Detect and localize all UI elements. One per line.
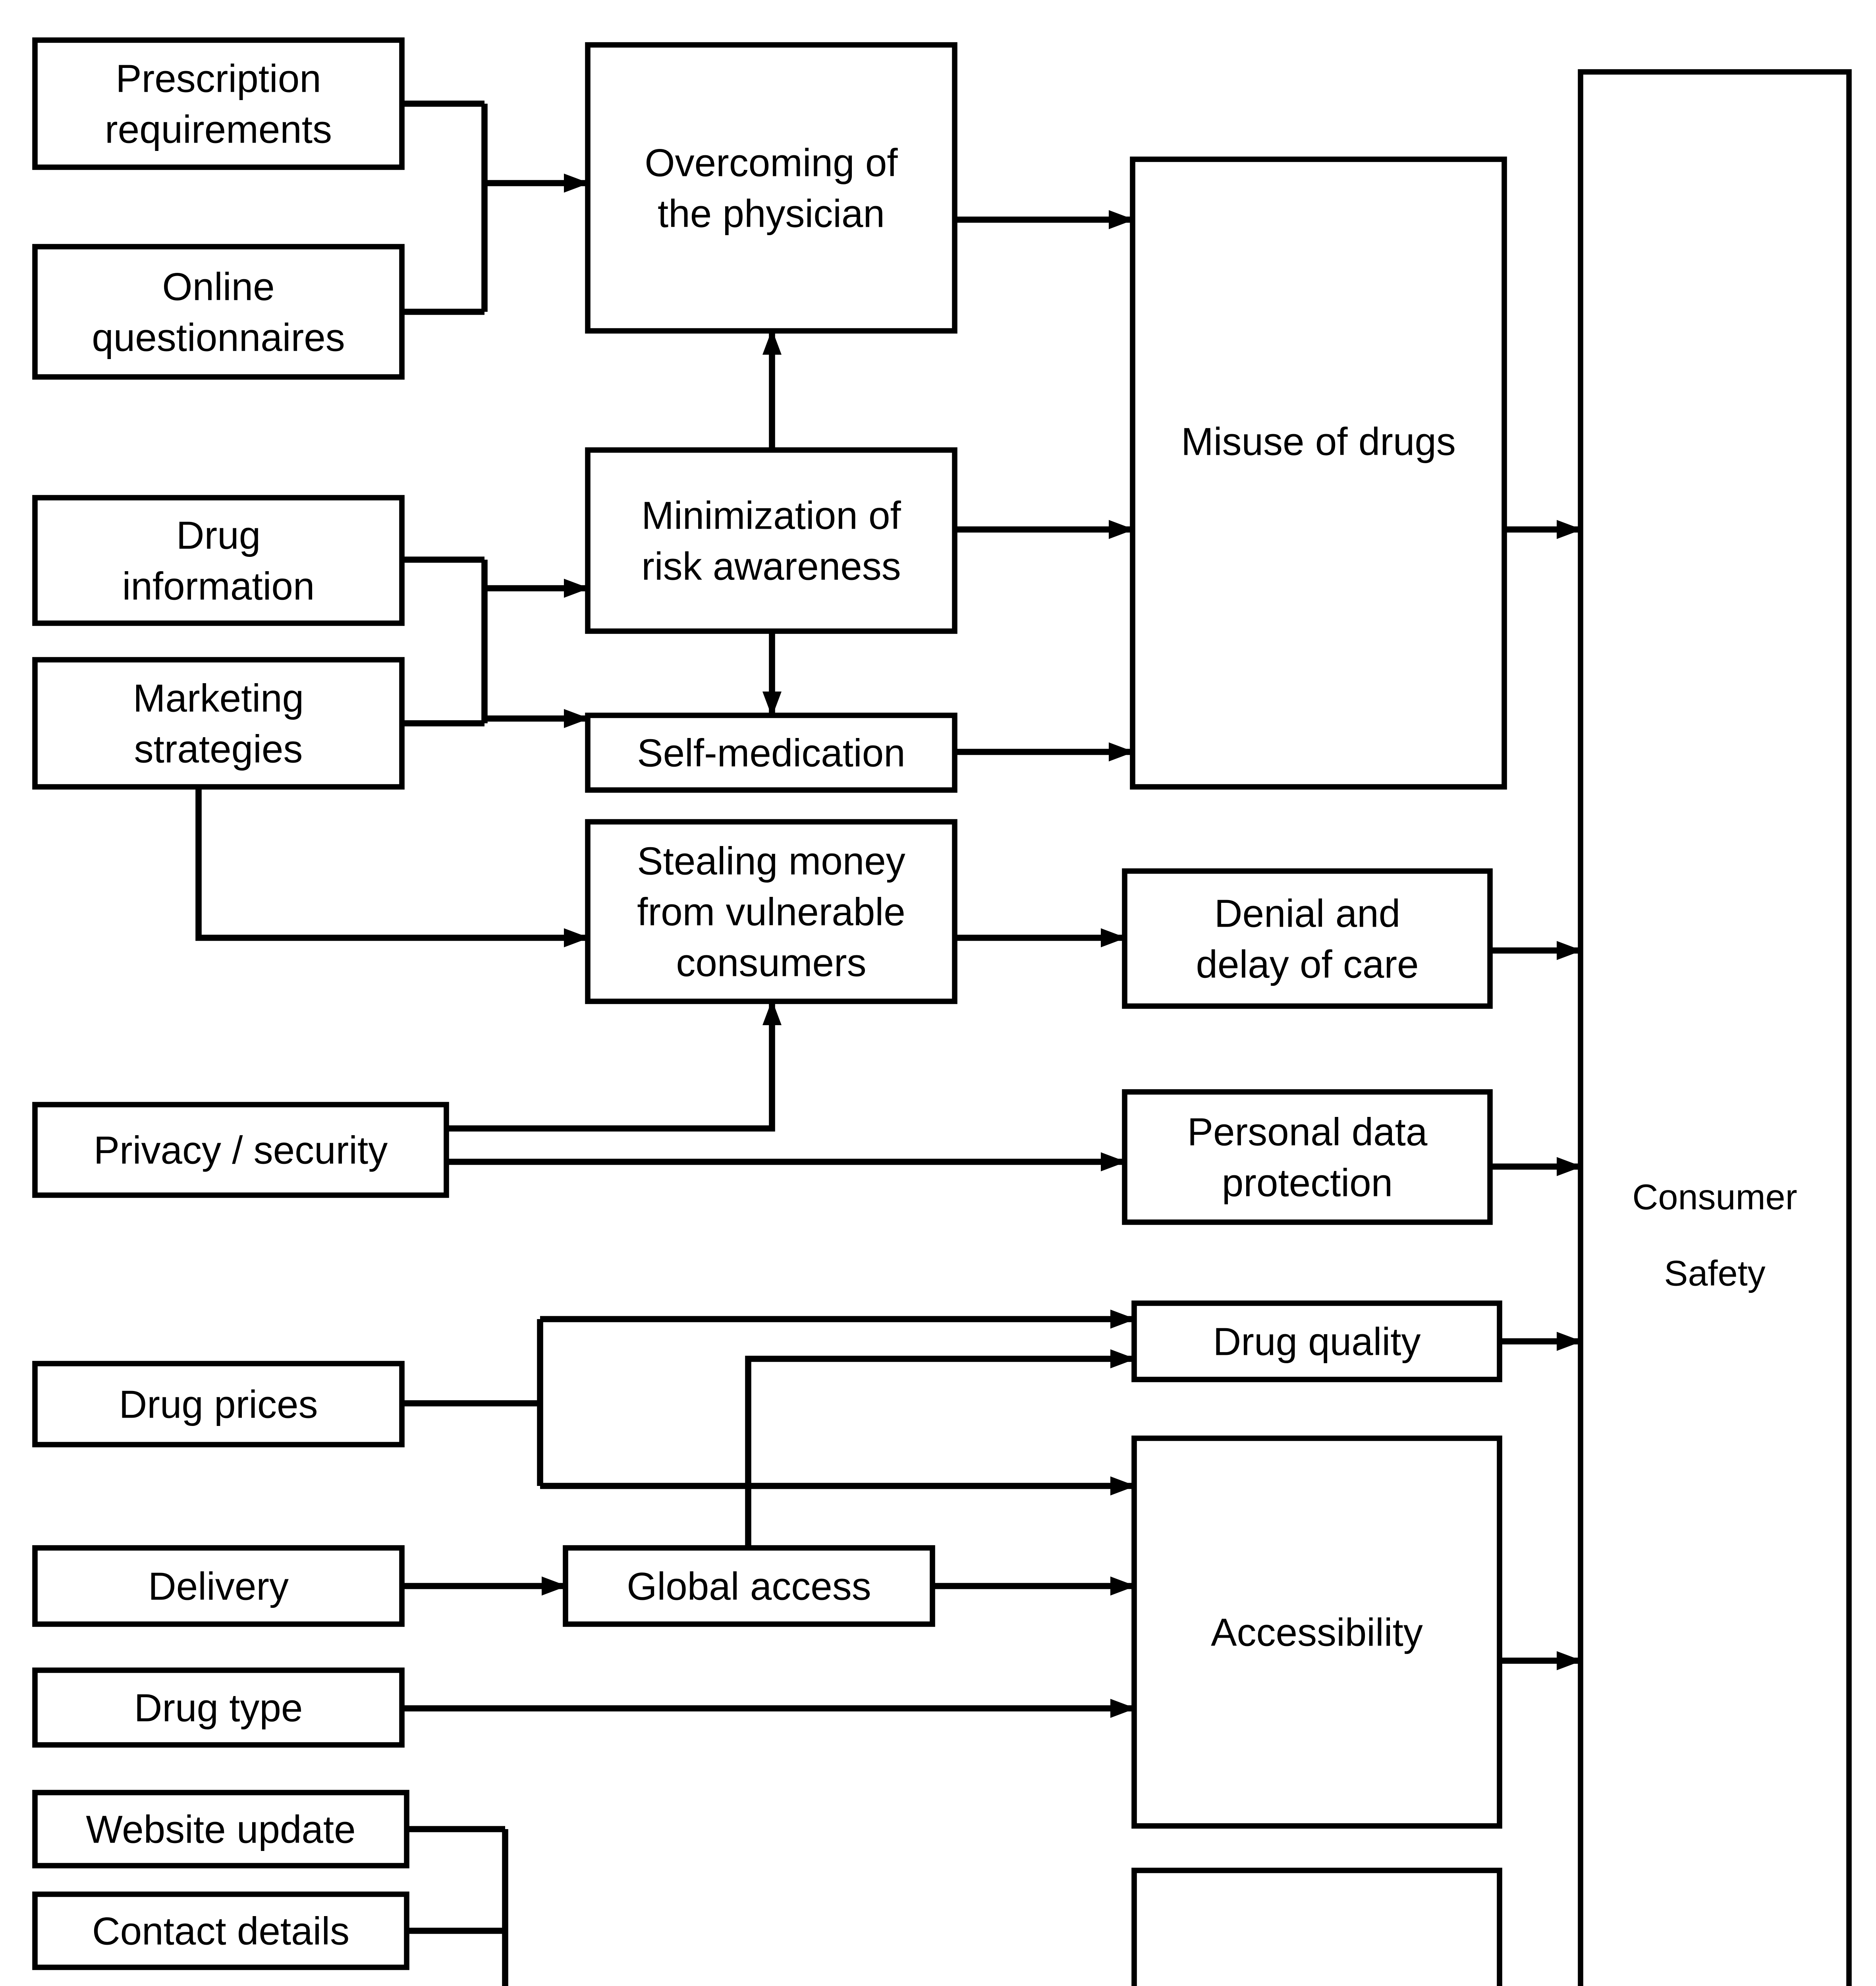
drug-information-box bbox=[32, 495, 405, 626]
node-drug-quality: Drug quality bbox=[1131, 1300, 1502, 1382]
node-contact-details: Contact details bbox=[32, 1891, 409, 1970]
contact-details-box bbox=[32, 1891, 409, 1970]
drug-quality-box bbox=[1131, 1300, 1502, 1382]
delivery-box bbox=[32, 1545, 405, 1627]
node-privacy-security: Privacy / security bbox=[32, 1102, 449, 1198]
drug-type-box bbox=[32, 1667, 405, 1748]
denial-and-delay-of-care-label-line-1: delay of care bbox=[1196, 942, 1419, 986]
node-stealing-money-from-vulnerable-consumers: Stealing money from vulnerable consumers bbox=[585, 819, 957, 1004]
misuse-of-drugs-box bbox=[1130, 156, 1507, 790]
personal-data-protection-label-line-0: Personal data bbox=[1187, 1110, 1428, 1153]
global-access-box bbox=[563, 1545, 935, 1627]
node-online-questionnaires: Online questionnaires bbox=[32, 244, 405, 380]
node-drug-information: Drug information bbox=[32, 495, 405, 626]
minimization-of-risk-awareness-label-line-0: Minimization of bbox=[641, 493, 901, 537]
drug-information-label-line-0: Drug bbox=[176, 513, 261, 557]
node-drug-type: Drug type bbox=[32, 1667, 405, 1748]
node-minimization-of-risk-awareness: Minimization of risk awareness bbox=[585, 447, 957, 634]
consumer-safety-label-line-1: Safety bbox=[1664, 1254, 1765, 1294]
online-questionnaires-box bbox=[32, 244, 405, 380]
accessibility-box bbox=[1131, 1435, 1502, 1829]
online-questionnaires-label-line-0: Online bbox=[162, 265, 274, 308]
drug-quality-label-line-0: Drug quality bbox=[1213, 1319, 1421, 1363]
consumer-safety-label-line-0: Consumer bbox=[1632, 1178, 1797, 1217]
denial-and-delay-of-care-label-line-0: Denial and bbox=[1214, 891, 1401, 935]
node-self-medication: Self-medication bbox=[585, 713, 957, 793]
consumer-safety-box bbox=[1578, 69, 1852, 1986]
node-marketing-strategies: Marketing strategies bbox=[32, 657, 405, 790]
delivery-label-line-0: Delivery bbox=[148, 1564, 289, 1608]
transparency-box bbox=[1131, 1868, 1502, 1986]
global-access-label-line-0: Global access bbox=[627, 1564, 871, 1608]
marketing-strategies-label-line-0: Marketing bbox=[133, 676, 304, 720]
node-delivery: Delivery bbox=[32, 1545, 405, 1627]
drug-prices-label-line-0: Drug prices bbox=[119, 1382, 318, 1426]
node-personal-data-protection: Personal data protection bbox=[1122, 1089, 1493, 1225]
contact-details-label-line-0: Contact details bbox=[92, 1909, 349, 1953]
privacy-security-label-line-0: Privacy / security bbox=[94, 1128, 388, 1172]
edge-globalaccess-to-drugquality bbox=[745, 1349, 1136, 1548]
prescription-requirements-label-line-0: Prescription bbox=[116, 56, 321, 100]
edge-privacy-to-stealing bbox=[446, 1000, 782, 1132]
node-prescription-requirements: Prescription requirements bbox=[32, 37, 405, 170]
accessibility-label-line-0: Accessibility bbox=[1211, 1610, 1423, 1654]
drug-information-label-line-1: information bbox=[122, 564, 315, 608]
marketing-strategies-label-line-1: strategies bbox=[134, 727, 303, 771]
website-update-box bbox=[32, 1790, 409, 1868]
node-accessibility: Accessibility bbox=[1131, 1435, 1502, 1829]
marketing-strategies-box bbox=[32, 657, 405, 790]
stealing-money-from-vulnerable-consumers-label-line-1: from vulnerable bbox=[637, 890, 905, 933]
personal-data-protection-label-line-1: protection bbox=[1222, 1161, 1393, 1204]
node-overcoming-of-the-physician: Overcoming of the physician bbox=[585, 42, 957, 334]
stealing-money-from-vulnerable-consumers-box bbox=[585, 819, 957, 1004]
node-denial-and-delay-of-care: Denial and delay of care bbox=[1122, 868, 1493, 1009]
minimization-of-risk-awareness-box bbox=[585, 447, 957, 634]
edge-marketing-to-stealing bbox=[195, 787, 589, 947]
self-medication-label-line-0: Self-medication bbox=[637, 731, 905, 775]
self-medication-box bbox=[585, 713, 957, 793]
node-misuse-of-drugs: Misuse of drugs bbox=[1130, 156, 1507, 790]
online-questionnaires-label-line-1: questionnaires bbox=[92, 315, 345, 359]
stealing-money-from-vulnerable-consumers-label-line-0: Stealing money bbox=[637, 839, 905, 883]
node-transparency: Transparency bbox=[1131, 1868, 1502, 1986]
node-global-access: Global access bbox=[563, 1545, 935, 1627]
privacy-security-box bbox=[32, 1102, 449, 1198]
prescription-requirements-label-line-1: requirements bbox=[105, 107, 332, 151]
minimization-of-risk-awareness-label-line-1: risk awareness bbox=[641, 544, 901, 588]
connector-lines-layer bbox=[195, 100, 1582, 1986]
overcoming-of-the-physician-label-line-0: Overcoming of bbox=[645, 141, 898, 184]
node-drug-prices: Drug prices bbox=[32, 1361, 405, 1447]
misuse-of-drugs-label-line-0: Misuse of drugs bbox=[1181, 419, 1456, 463]
overcoming-of-the-physician-label-line-1: the physician bbox=[658, 191, 885, 235]
denial-and-delay-of-care-box bbox=[1122, 868, 1493, 1009]
overcoming-of-the-physician-box bbox=[585, 42, 957, 334]
node-website-update: Website update bbox=[32, 1790, 409, 1868]
personal-data-protection-box bbox=[1122, 1089, 1493, 1225]
website-update-label-line-0: Website update bbox=[86, 1807, 355, 1851]
drug-type-label-line-0: Drug type bbox=[134, 1686, 303, 1729]
prescription-requirements-box bbox=[32, 37, 405, 170]
drug-prices-box bbox=[32, 1361, 405, 1447]
stealing-money-from-vulnerable-consumers-label-line-2: consumers bbox=[676, 941, 866, 984]
